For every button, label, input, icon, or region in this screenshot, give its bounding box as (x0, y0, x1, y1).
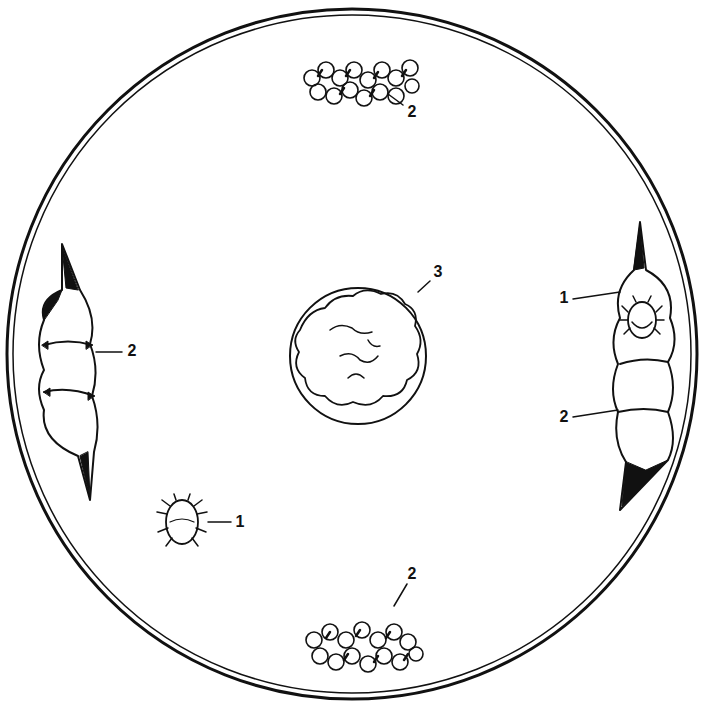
callout-number: 2 (408, 566, 417, 582)
callout-number: 2 (128, 343, 137, 359)
callout-number: 1 (236, 514, 245, 530)
callout-number: 1 (560, 290, 569, 306)
callout-number: 3 (434, 264, 443, 280)
callout-number: 2 (560, 409, 569, 425)
callout-number: 2 (408, 104, 417, 120)
